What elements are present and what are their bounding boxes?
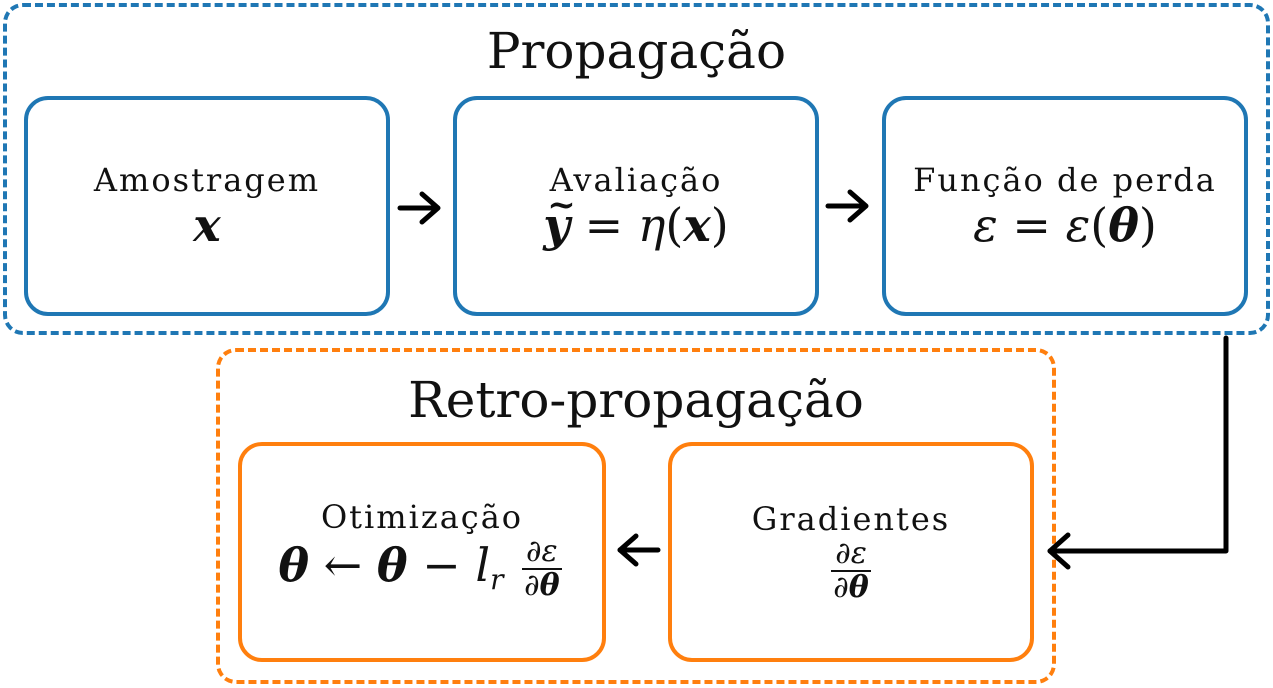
evaluation-box: Avaliação ~y = η(x): [453, 96, 819, 316]
backpropagation-title: Retro-propagação: [408, 371, 864, 429]
sampling-box: Amostragem x: [24, 96, 390, 316]
loss-formula: ε = ε(θ): [973, 198, 1157, 252]
optimization-box: Otimização θ ← θ − lr ∂ε ∂θ: [238, 442, 606, 662]
propagation-title: Propagação: [486, 22, 787, 80]
sampling-label: Amostragem: [93, 161, 321, 199]
y-tilde: ~y: [543, 185, 576, 252]
gradients-label: Gradientes: [751, 500, 951, 538]
backpropagation-group: Retro-propagação: [216, 348, 1056, 684]
evaluation-label: Avaliação: [549, 161, 723, 199]
arrow-gradients-to-optimization: [617, 533, 661, 567]
gradients-derivative: ∂ε ∂θ: [831, 536, 871, 605]
propagation-group: Propagação: [3, 3, 1270, 335]
optimization-formula: θ ← θ − lr ∂ε ∂θ: [278, 534, 562, 603]
loss-box: Função de perda ε = ε(θ): [882, 96, 1248, 316]
optimization-label: Otimização: [320, 498, 524, 536]
evaluation-formula: ~y = η(x): [543, 185, 729, 252]
gradients-formula: ∂ε ∂θ: [827, 538, 875, 604]
arrow-evaluation-to-loss: [825, 189, 869, 223]
arrow-sampling-to-evaluation: [397, 191, 441, 225]
optimization-derivative: ∂ε ∂θ: [522, 534, 562, 603]
arrow-loss-to-gradients: [1047, 335, 1229, 570]
sampling-variable: x: [193, 198, 221, 252]
gradients-box: Gradientes ∂ε ∂θ: [668, 442, 1034, 662]
loss-label: Função de perda: [913, 161, 1217, 199]
